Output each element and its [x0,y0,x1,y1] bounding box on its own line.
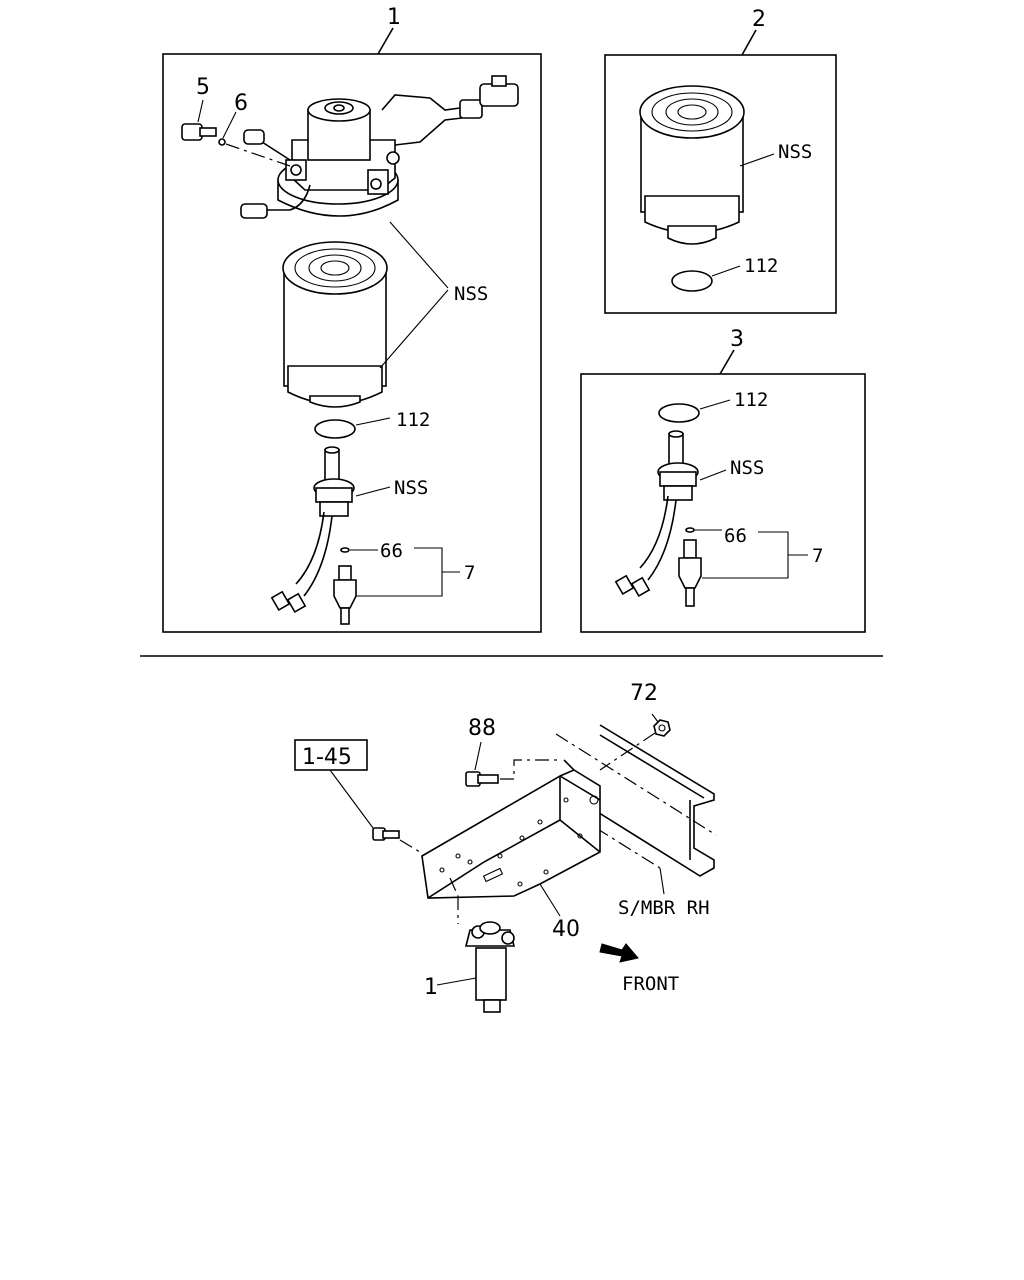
filter-element-2 [639,85,745,245]
bracket-40 [421,759,601,899]
callout-front: FRONT [622,973,679,995]
callout-nss-element-2: NSS [778,141,812,163]
callout-bolt-88: 88 [468,716,496,741]
callout-oring-66-a: 66 [380,540,403,562]
front-arrow-icon [599,943,639,963]
water-sensor-7-a [333,565,357,625]
callout-sensor-7-b: 7 [812,545,823,567]
bolt-5 [181,123,217,141]
callout-nss-sensor-3: NSS [730,457,764,479]
bolt-1-45 [372,827,400,841]
callout-sensor-7-a: 7 [464,562,475,584]
callout-nss-head: NSS [454,283,488,305]
o-ring-66-a [340,547,350,553]
callout-assembly-3: 3 [730,327,744,352]
panel-assembly-1 [162,53,542,633]
o-ring-112-c [658,403,700,423]
o-ring-112-b [671,270,713,292]
callout-ref-box: 1-45 [302,745,352,770]
filter-element-1 [282,241,388,408]
o-ring-66-b [685,527,695,533]
callout-bracket-40: 40 [552,917,580,942]
callout-washer-6: 6 [234,91,248,116]
filter-assembly-1 [464,921,516,1013]
water-sensor-7-b [678,539,702,607]
sensor-body-3 [614,430,699,598]
nut-72 [653,719,671,737]
callout-bolt-5: 5 [196,75,210,100]
callout-filter-1: 1 [424,975,438,1000]
callout-side-member: S/MBR RH [618,897,710,919]
o-ring-112-a [314,419,356,439]
callout-oring-66-b: 66 [724,525,747,547]
callout-oring-112-b: 112 [744,255,778,277]
ref-box-1-45 [294,739,368,771]
callout-nss-sensor-1: NSS [394,477,428,499]
panel-assembly-3 [580,373,866,633]
callout-assembly-2: 2 [752,7,766,32]
filter-head [240,75,519,219]
side-member-rh [587,724,715,877]
callout-nut-72: 72 [630,681,658,706]
sensor-body-1 [270,446,355,614]
callout-oring-112-a: 112 [396,409,430,431]
callout-assembly-1: 1 [387,5,401,30]
panel-assembly-2 [604,54,837,314]
callout-oring-112-c: 112 [734,389,768,411]
bolt-88 [465,771,499,787]
washer-6 [218,138,226,146]
